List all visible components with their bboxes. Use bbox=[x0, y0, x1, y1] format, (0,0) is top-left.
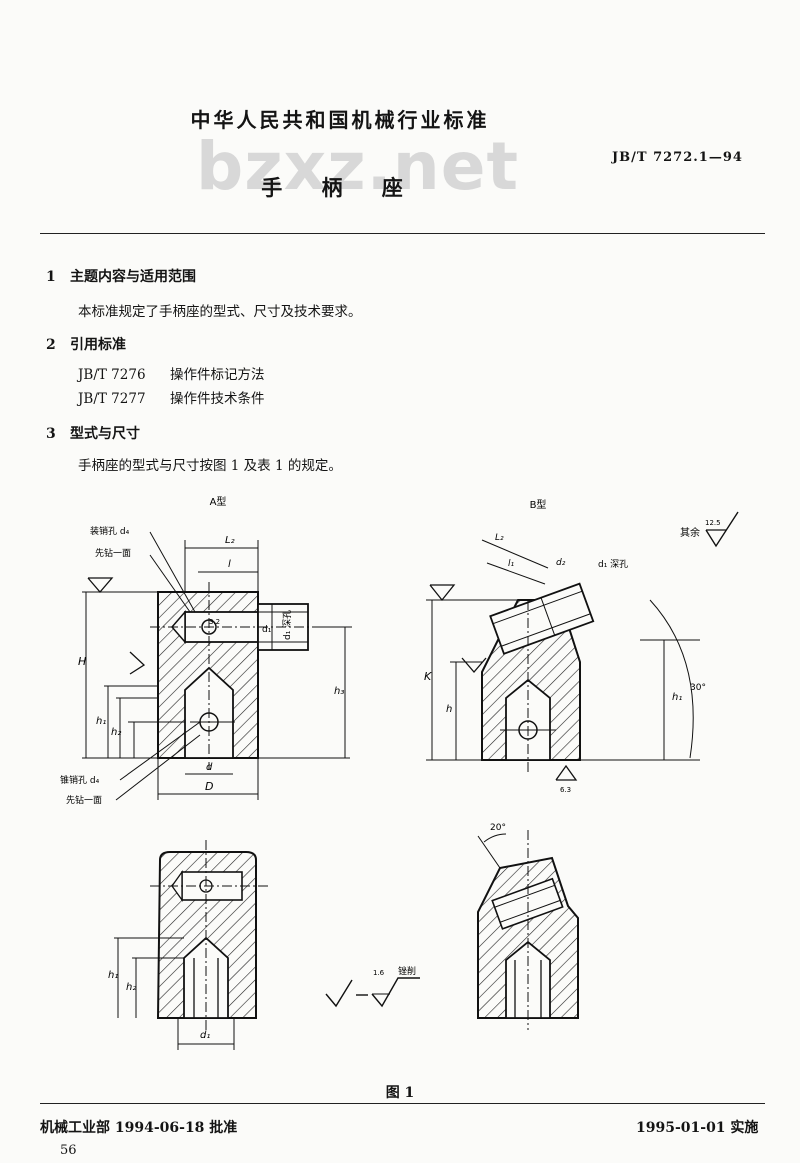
figure-caption: 图 1 bbox=[385, 1085, 415, 1101]
dim-l: l bbox=[228, 559, 231, 570]
dim-h1: h₁ bbox=[96, 716, 106, 727]
chamfer-roughness-note: 1.6 锉削 bbox=[325, 965, 420, 1008]
dim-d2-b: d₂ bbox=[556, 558, 566, 568]
type-b-label: B型 bbox=[530, 498, 547, 511]
dim-h1-side: h₁ bbox=[108, 970, 118, 981]
label-pin-hole-bottom: 锥销孔 d₄ bbox=[60, 774, 100, 786]
label-thread-depth-a: d₁ 深孔 bbox=[282, 610, 293, 640]
standard-number: JB/T 7272.1—94 bbox=[612, 150, 743, 165]
label-pin-hole-top: 装销孔 d₄ bbox=[90, 525, 130, 537]
remaining-roughness-note: 其余 12.5 bbox=[680, 511, 739, 548]
dim-K: K bbox=[424, 670, 432, 683]
type-a-main-view: H h₁ h₂ h₃ L₂ l d D d₁ d₁ 深孔 装销孔 d₄ bbox=[60, 525, 352, 806]
type-a-label: A型 bbox=[210, 495, 227, 508]
dim-h1-b: h₁ bbox=[672, 692, 682, 703]
roughness-value: 3.2 bbox=[209, 618, 220, 626]
footer-rule bbox=[40, 1103, 765, 1104]
dim-D: D bbox=[205, 780, 213, 793]
dim-L2: L₂ bbox=[225, 535, 235, 546]
section-1-heading: 1 主题内容与适用范围 bbox=[46, 266, 196, 286]
section-3-heading: 3 型式与尺寸 bbox=[46, 423, 140, 443]
roughness-6-3: 6.3 bbox=[560, 786, 571, 794]
dim-h3: h₃ bbox=[334, 686, 344, 697]
watermark: bzxz.net bbox=[196, 128, 520, 205]
label-angle-30: 30° bbox=[690, 683, 706, 693]
section-title: 型式与尺寸 bbox=[70, 426, 140, 442]
reference-title: 操作件标记方法 bbox=[170, 367, 265, 383]
figure-1-drawing: A型 H h₁ h₂ h₃ L₂ bbox=[60, 495, 739, 1050]
section-1-text: 本标准规定了手柄座的型式、尺寸及技术要求。 bbox=[78, 304, 362, 320]
roughness-12-5: 12.5 bbox=[705, 519, 721, 527]
label-angle-20: 20° bbox=[490, 823, 506, 833]
type-b-main-view: K h h₁ 30° L₂ l₁ d₂ d₁ 深孔 6.3 bbox=[424, 533, 706, 794]
reference-code: JB/T 7277 bbox=[78, 391, 146, 407]
section-3-text: 手柄座的型式与尺寸按图 1 及表 1 的规定。 bbox=[78, 458, 342, 474]
label-remaining: 其余 bbox=[680, 526, 700, 539]
implementation-date: 1995-01-01 实施 bbox=[636, 1120, 759, 1136]
issuing-organization: 中华人民共和国机械行业标准 bbox=[190, 108, 490, 132]
section-title: 引用标准 bbox=[70, 337, 126, 353]
dim-H: H bbox=[78, 655, 86, 668]
reference-title: 操作件技术条件 bbox=[170, 391, 265, 407]
reference-code: JB/T 7276 bbox=[78, 367, 146, 383]
type-b-side-view: 20° bbox=[477, 823, 579, 1030]
type-a-side-view: h₁ h₂ d₁ bbox=[108, 840, 268, 1050]
label-drill-first-bottom: 先钻一面 bbox=[66, 794, 102, 806]
page-number: 56 bbox=[60, 1143, 77, 1158]
approval-date: 机械工业部 1994-06-18 批准 bbox=[40, 1120, 238, 1136]
dim-h2: h₂ bbox=[111, 727, 121, 738]
section-number: 1 bbox=[46, 269, 56, 285]
section-title: 主题内容与适用范围 bbox=[70, 269, 196, 285]
label-thread-b: d₁ 深孔 bbox=[598, 559, 628, 570]
section-number: 2 bbox=[46, 337, 56, 353]
dim-d1-side: d₁ bbox=[200, 1030, 210, 1041]
dim-d: d bbox=[206, 762, 213, 773]
roughness-1-6: 1.6 bbox=[373, 969, 385, 977]
dim-l2-b: L₂ bbox=[495, 533, 504, 543]
dim-l1-b: l₁ bbox=[508, 559, 515, 569]
reference-item: JB/T 7276 操作件标记方法 bbox=[78, 363, 265, 383]
dim-h: h bbox=[446, 704, 452, 715]
header-rule bbox=[40, 233, 765, 234]
dim-h2-side: h₂ bbox=[126, 982, 136, 993]
document-title: 手 柄 座 bbox=[261, 175, 419, 200]
label-drill-first-top: 先钻一面 bbox=[95, 547, 131, 559]
dim-d1: d₁ bbox=[262, 625, 272, 635]
reference-item: JB/T 7277 操作件技术条件 bbox=[78, 387, 265, 407]
section-number: 3 bbox=[46, 426, 56, 442]
label-chamfer: 锉削 bbox=[398, 965, 416, 977]
section-2-heading: 2 引用标准 bbox=[46, 334, 126, 354]
